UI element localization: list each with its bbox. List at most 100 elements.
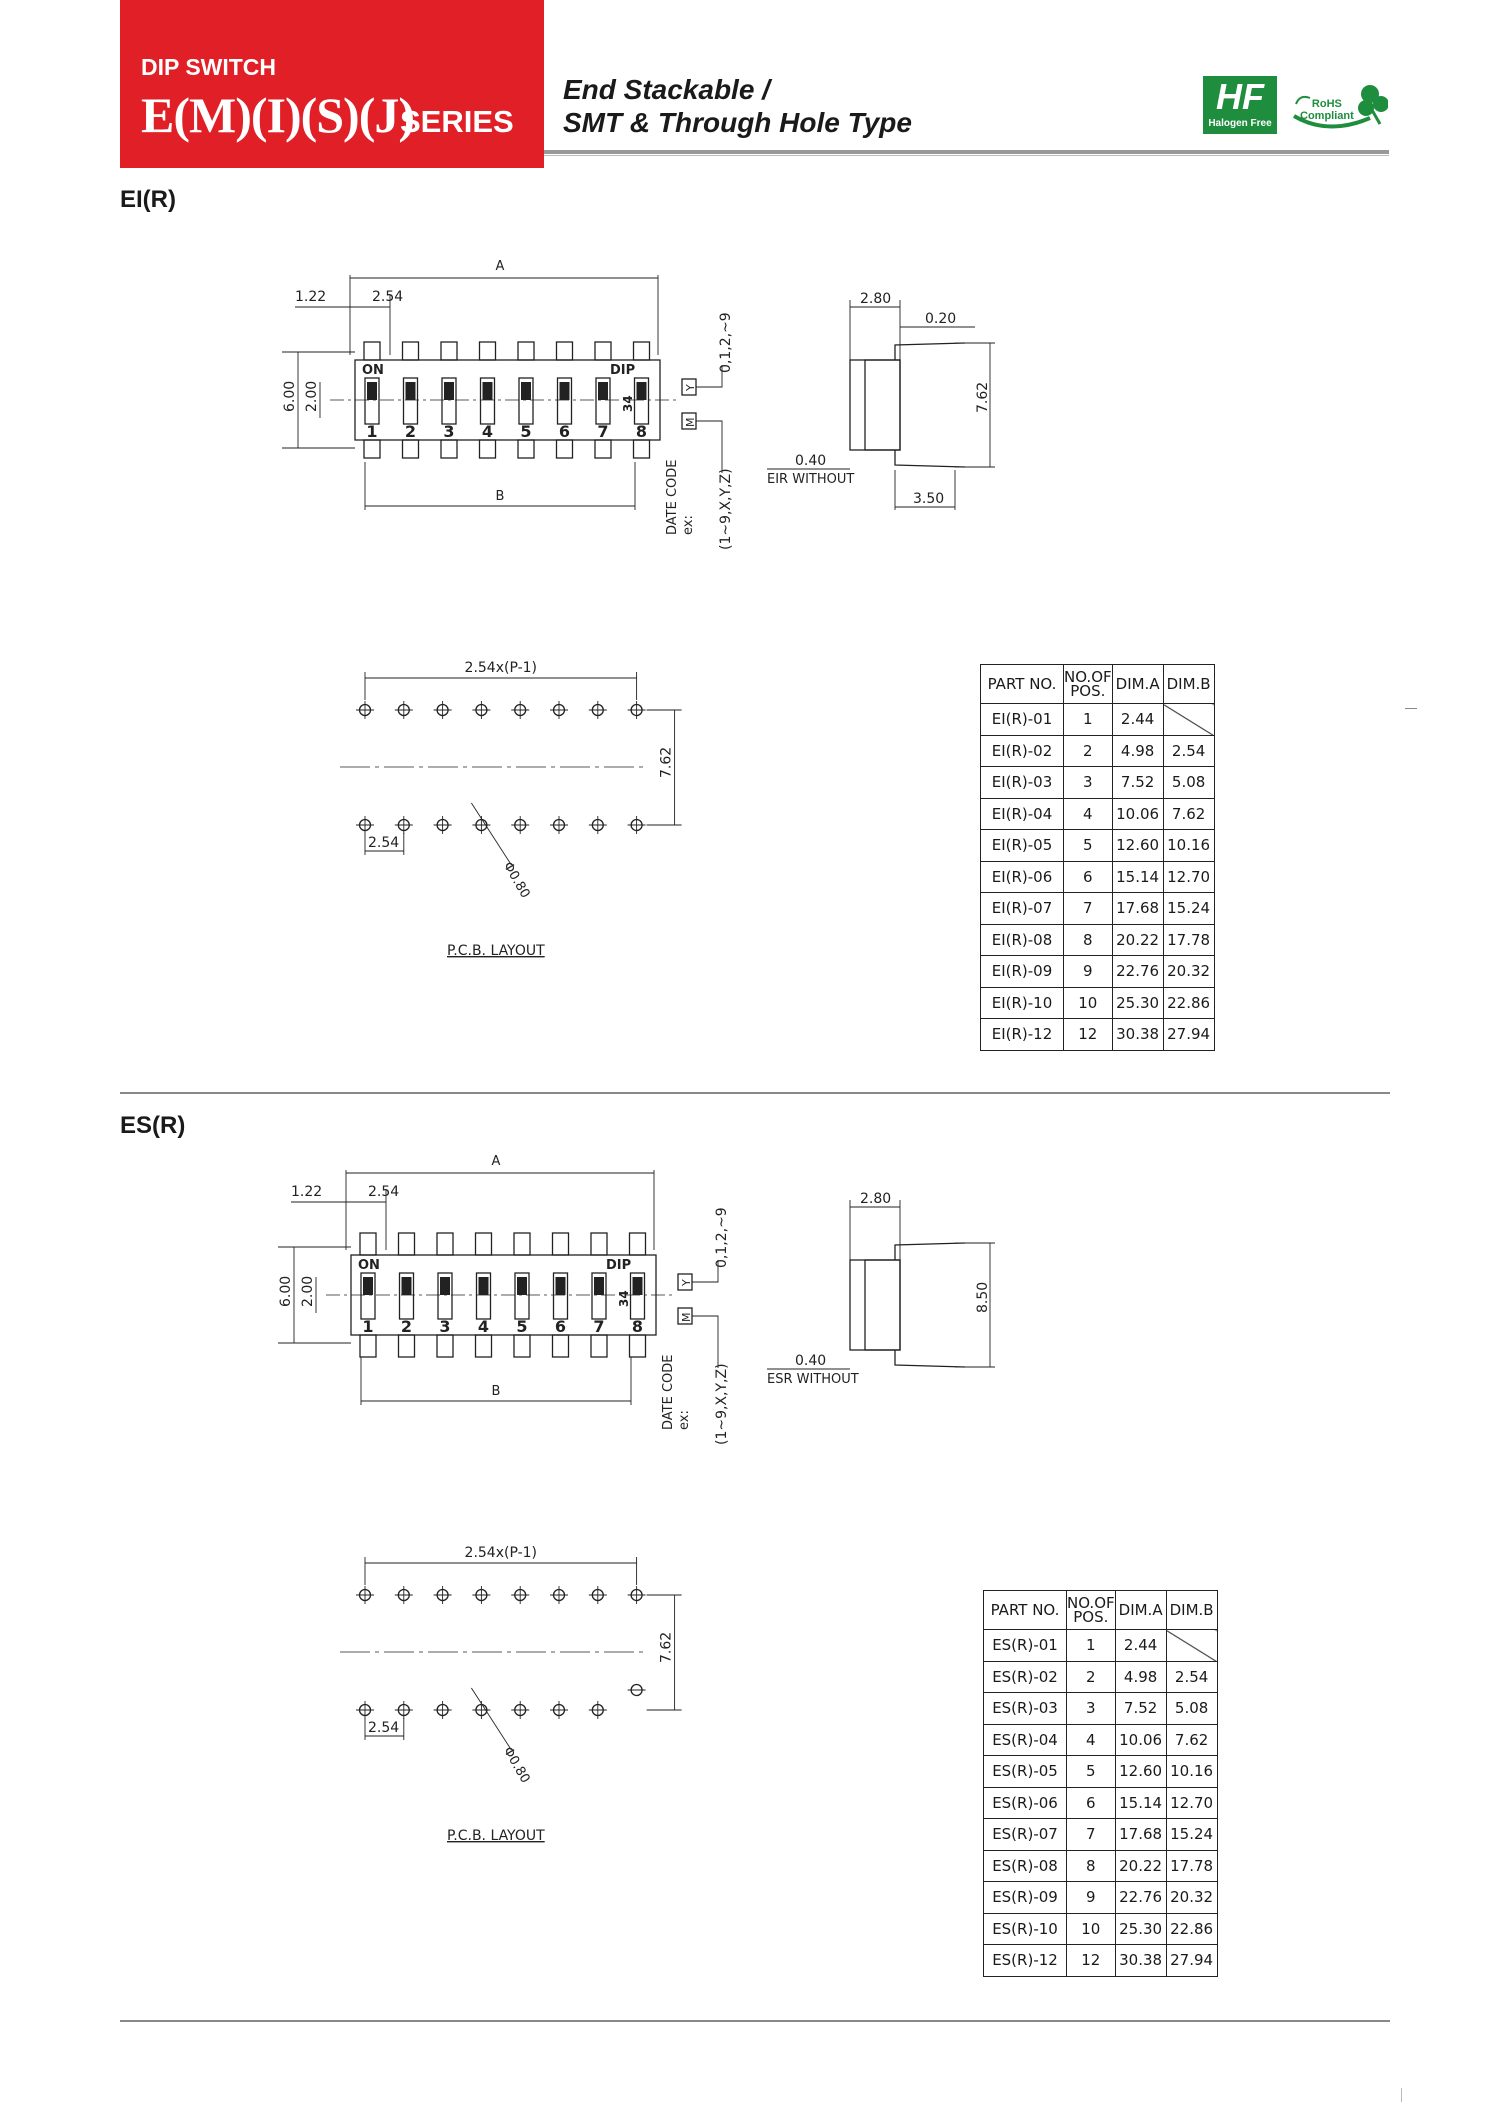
table-cell: ES(R)-03 bbox=[983, 1692, 1067, 1725]
table-cell: 22.86 bbox=[1162, 986, 1215, 1019]
pitch-label: 2.54x(P-1) bbox=[465, 660, 537, 676]
rohs-line-1: RoHS bbox=[1311, 98, 1342, 110]
leader-m bbox=[696, 420, 723, 473]
col-dim-b: DIM.B bbox=[1162, 664, 1215, 704]
dim-a-label: A bbox=[496, 259, 505, 274]
switch-slot bbox=[556, 377, 573, 425]
table-cell: ES(R)-04 bbox=[983, 1723, 1067, 1756]
dim-bottom-label: 3.50 bbox=[913, 491, 944, 507]
table-cell: 1 bbox=[1063, 703, 1113, 736]
pin-bottom bbox=[632, 439, 651, 459]
table-cell: EI(R)-08 bbox=[980, 923, 1064, 956]
mark-34: 34 bbox=[617, 1290, 631, 1307]
table-cell: 5.08 bbox=[1162, 766, 1215, 799]
code-range-2: (1~9,X,Y,Z) bbox=[718, 468, 734, 550]
section-title-esr: ES(R) bbox=[120, 1112, 186, 1139]
table-cell: 15.24 bbox=[1165, 1818, 1218, 1851]
table-cell: 10.06 bbox=[1111, 797, 1164, 830]
pin-top bbox=[590, 1232, 608, 1256]
pin-bottom bbox=[440, 439, 458, 459]
table-cell: 22.86 bbox=[1165, 1912, 1218, 1945]
section-title-eir: EI(R) bbox=[120, 186, 176, 213]
table-cell: 25.30 bbox=[1114, 1912, 1167, 1945]
on-label: ON bbox=[362, 363, 384, 378]
switch-number: 6 bbox=[555, 1317, 566, 1336]
dim-a-label: A bbox=[492, 1154, 501, 1169]
halogen-free-logo: HF Halogen Free bbox=[1203, 76, 1277, 134]
table-header-row: PART NO. NO.OF POS. DIM.A DIM.B bbox=[983, 1590, 1218, 1630]
mark-34: 34 bbox=[621, 395, 635, 412]
description-line-2: SMT & Through Hole Type bbox=[563, 107, 912, 138]
switch-number: 2 bbox=[401, 1317, 412, 1336]
table-cell: 7.62 bbox=[1165, 1723, 1218, 1756]
row-label: 7.62 bbox=[659, 747, 675, 778]
leader-y bbox=[696, 365, 723, 388]
switch-number: 8 bbox=[632, 1317, 643, 1336]
table-cell: 22.76 bbox=[1114, 1881, 1167, 1914]
side-body bbox=[849, 1259, 901, 1351]
col-dim-b: DIM.B bbox=[1165, 1590, 1218, 1630]
table-cell: 20.32 bbox=[1165, 1881, 1218, 1914]
dim-122-label: 1.22 bbox=[295, 289, 326, 305]
dim-200-label: 2.00 bbox=[300, 1276, 316, 1307]
switch-number: 4 bbox=[482, 422, 493, 441]
switch-actuator bbox=[517, 1277, 527, 1295]
table-cell: EI(R)-02 bbox=[980, 734, 1064, 767]
code-y: Y bbox=[680, 1279, 693, 1287]
switch-slot bbox=[475, 1272, 492, 1320]
table-cell: ES(R)-10 bbox=[983, 1912, 1067, 1945]
pitch-label: 2.54x(P-1) bbox=[465, 1545, 537, 1561]
pin-bottom bbox=[513, 1334, 531, 1358]
switch-actuator bbox=[401, 1277, 412, 1295]
dim-122-label: 1.22 bbox=[291, 1184, 322, 1200]
table-cell: 7 bbox=[1066, 1818, 1116, 1851]
pin-top bbox=[397, 1232, 416, 1256]
header-rule-thin bbox=[544, 155, 1389, 156]
dim-200-label: 2.00 bbox=[304, 381, 320, 412]
pin-bottom bbox=[474, 1334, 493, 1358]
switch-slot bbox=[633, 377, 650, 425]
switch-actuator bbox=[440, 1277, 450, 1295]
table-cell: 12.60 bbox=[1111, 829, 1164, 862]
table-cell: 20.32 bbox=[1162, 955, 1215, 988]
without-label: ESR WITHOUT bbox=[767, 1372, 859, 1387]
switch-slot bbox=[518, 377, 534, 425]
table-cell: ES(R)-12 bbox=[983, 1944, 1067, 1977]
switch-number: 7 bbox=[593, 1317, 604, 1336]
table-cell: 7.52 bbox=[1114, 1692, 1167, 1725]
series-word: SERIES bbox=[400, 104, 514, 139]
description-line-1: End Stackable / bbox=[563, 74, 770, 105]
pin-label: 2.54 bbox=[368, 1720, 399, 1736]
table-cell: 4.98 bbox=[1114, 1660, 1167, 1693]
dim-b-label: B bbox=[496, 489, 505, 504]
switch-number: 2 bbox=[405, 422, 416, 441]
table-cell: ES(R)-09 bbox=[983, 1881, 1067, 1914]
table-cell: 10 bbox=[1066, 1912, 1116, 1945]
pin-top bbox=[478, 341, 497, 361]
hole-leader bbox=[471, 802, 512, 866]
dim-b-label: B bbox=[492, 1384, 501, 1399]
pin-top bbox=[594, 341, 612, 361]
table-cell: ES(R)-05 bbox=[983, 1755, 1067, 1788]
switch-number: 5 bbox=[516, 1317, 527, 1336]
code-m: M bbox=[684, 418, 697, 428]
switch-actuator bbox=[367, 382, 377, 400]
table-cell bbox=[1162, 703, 1215, 736]
table-cell: 2 bbox=[1066, 1660, 1116, 1693]
pin-bottom bbox=[359, 1334, 377, 1358]
dim-t-label: 0.20 bbox=[925, 311, 956, 327]
section-divider bbox=[120, 1092, 1390, 1094]
table-cell: 30.38 bbox=[1111, 1018, 1164, 1051]
